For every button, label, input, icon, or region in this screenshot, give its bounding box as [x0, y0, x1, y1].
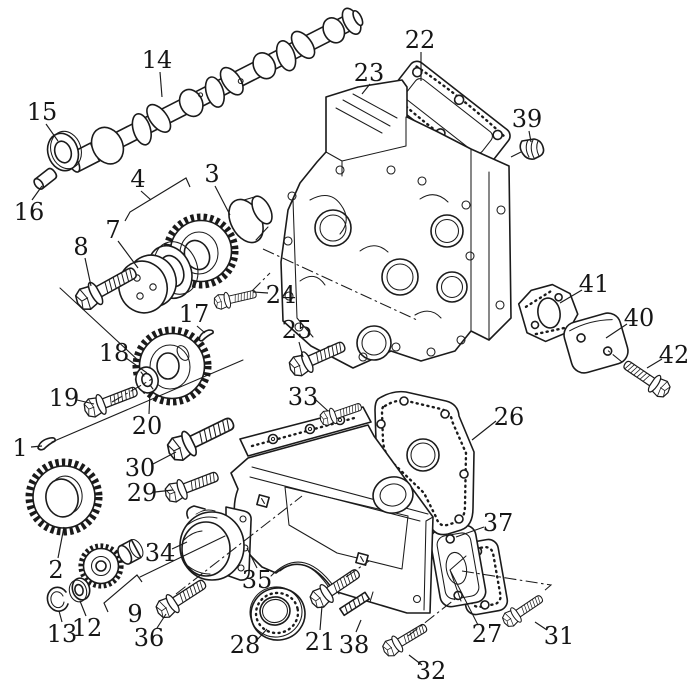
part-label-1: 1 — [12, 434, 27, 462]
plug-39-drawing — [519, 138, 545, 160]
part-label-17: 17 — [179, 300, 210, 328]
bolt-29-drawing — [161, 465, 222, 506]
construction-lines — [51, 151, 623, 637]
washer-15-drawing — [46, 130, 82, 172]
part-label-20: 20 — [132, 412, 163, 440]
part-label-31: 31 — [544, 622, 575, 650]
gear-group-9-drawing — [78, 538, 144, 589]
part-label-3: 3 — [204, 160, 219, 188]
part-label-21: 21 — [305, 628, 336, 656]
part-label-27: 27 — [472, 620, 503, 648]
key-17-drawing — [198, 329, 214, 342]
washer-12-drawing — [68, 577, 91, 603]
part-label-9: 9 — [127, 600, 142, 628]
part-label-35: 35 — [242, 566, 273, 594]
part-label-15: 15 — [27, 98, 58, 126]
part-label-28: 28 — [230, 631, 261, 659]
part-label-16: 16 — [14, 198, 45, 226]
part-label-38: 38 — [339, 631, 370, 659]
snap-ring-13-drawing — [46, 586, 69, 612]
bolt-32-drawing — [379, 618, 432, 661]
bolt-24-drawing — [212, 285, 259, 312]
part-label-37: 37 — [483, 509, 514, 537]
part-label-33: 33 — [288, 383, 319, 411]
part-label-12: 12 — [72, 614, 103, 642]
front-cover-35-drawing — [230, 406, 434, 614]
part-label-23: 23 — [354, 59, 385, 87]
part-label-4: 4 — [130, 165, 145, 193]
part-label-34: 34 — [145, 539, 176, 567]
pump-34-drawing — [179, 505, 252, 581]
part-label-8: 8 — [73, 233, 88, 261]
part-label-14: 14 — [142, 46, 173, 74]
crank-gear-2-drawing — [25, 458, 103, 536]
part-label-30: 30 — [125, 454, 156, 482]
part-label-24: 24 — [266, 281, 297, 309]
part-label-41: 41 — [579, 270, 610, 298]
key-1-drawing — [37, 437, 56, 451]
part-label-18: 18 — [99, 339, 130, 367]
part-label-32: 32 — [416, 657, 447, 681]
stud-38-drawing — [339, 591, 371, 617]
part-label-26: 26 — [494, 403, 525, 431]
gasket-41-drawing — [517, 283, 579, 343]
part-label-25: 25 — [282, 316, 313, 344]
part-label-39: 39 — [512, 105, 543, 133]
part-label-7: 7 — [105, 216, 120, 244]
bolt-36-drawing — [151, 573, 211, 623]
part-label-2: 2 — [48, 556, 63, 584]
part-label-29: 29 — [127, 479, 158, 507]
part-label-42: 42 — [659, 341, 690, 369]
part-label-36: 36 — [134, 624, 165, 652]
camshaft-14-drawing — [66, 7, 364, 173]
cover-40-drawing — [563, 312, 629, 374]
seal-28-drawing — [249, 586, 306, 641]
part-label-40: 40 — [624, 304, 655, 332]
leader-lines — [30, 52, 663, 666]
plug-16-drawing — [33, 167, 58, 190]
gear-case-23-drawing — [280, 79, 512, 369]
part-label-13: 13 — [47, 620, 78, 648]
part-label-19: 19 — [49, 384, 80, 412]
part-labels: 1 2 3 4 7 8 9 12 13 14 15 16 17 18 19 20… — [12, 26, 689, 681]
bolt-30-drawing — [162, 409, 240, 466]
part-label-22: 22 — [405, 26, 436, 54]
group-brackets — [103, 177, 191, 613]
